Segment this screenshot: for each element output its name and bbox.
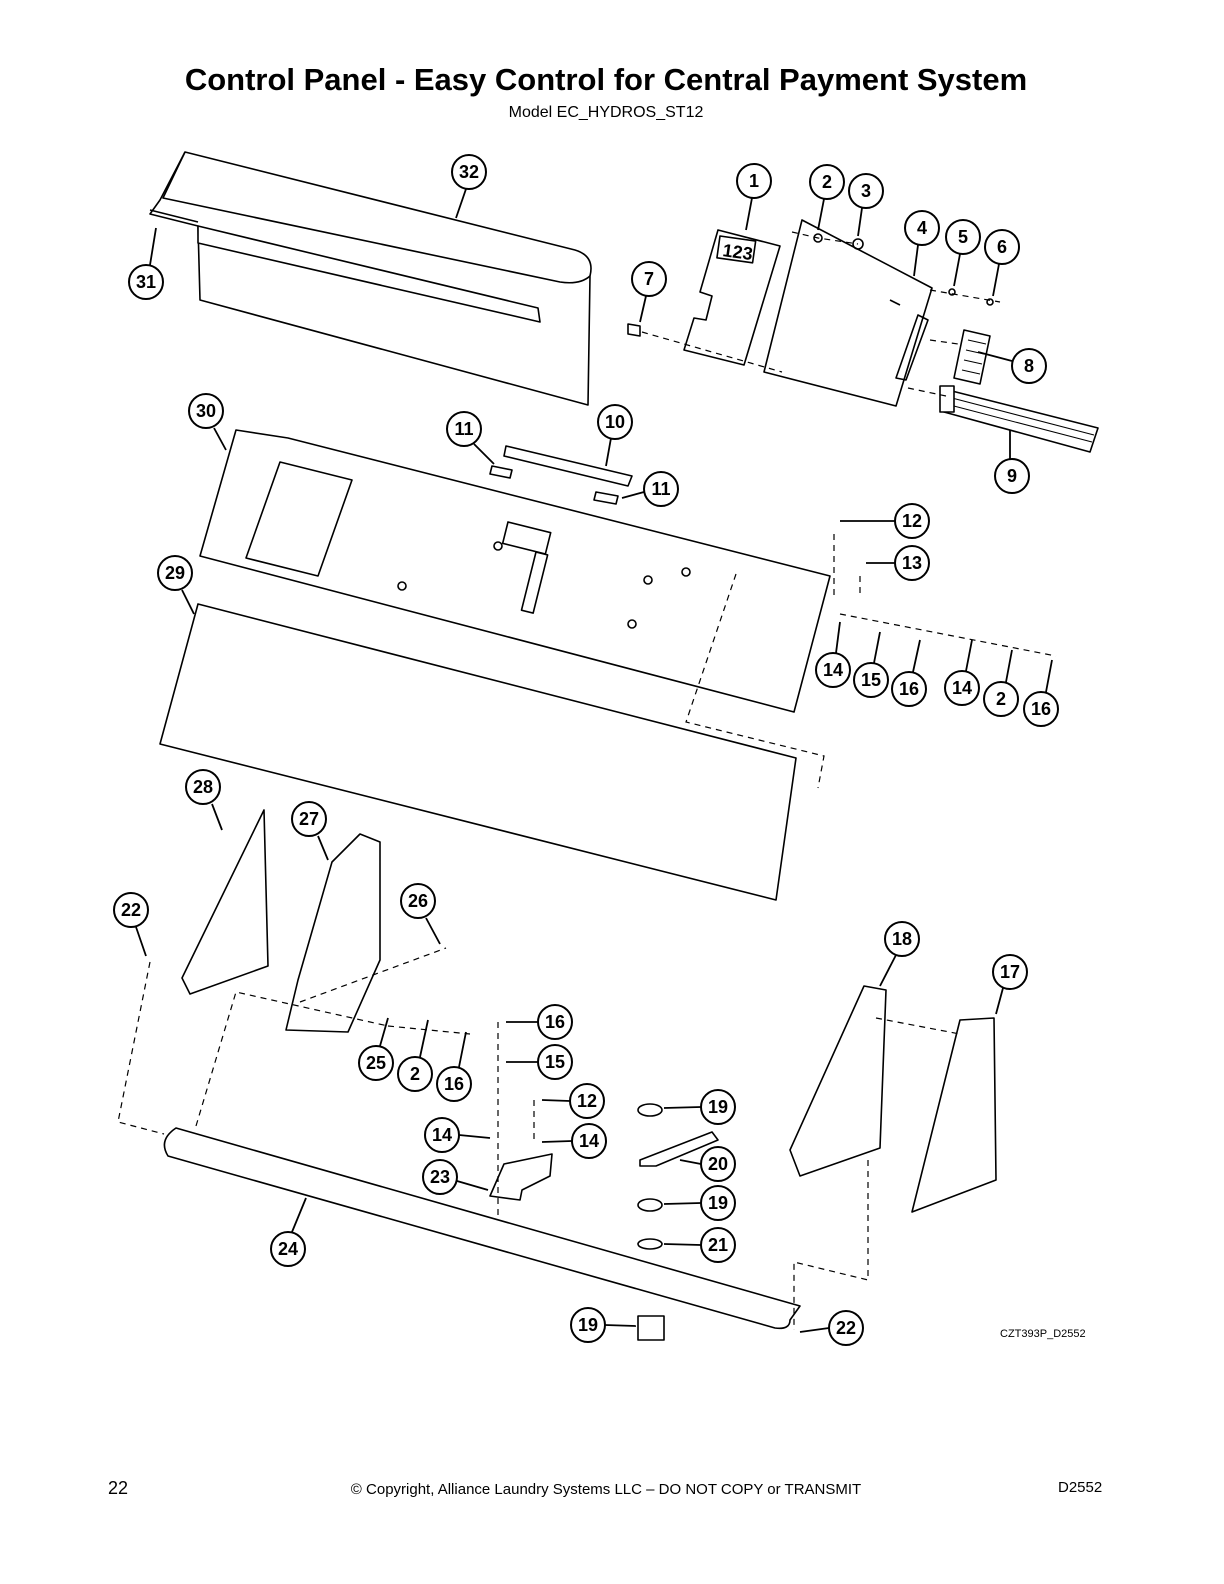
- part-side-panel-left: [181, 809, 269, 995]
- part-overlay: [159, 603, 797, 901]
- callout-label: 29: [165, 563, 185, 583]
- callout-label: 12: [902, 511, 922, 531]
- callout-label: 13: [902, 553, 922, 573]
- part-latch-arm: [639, 1131, 719, 1167]
- callout-label: 16: [545, 1012, 565, 1032]
- callout-label: 8: [1024, 356, 1034, 376]
- callout-labels: 1 2 3 4 5 6 7 8 9 10 11 11 12 13 14 15 1…: [121, 162, 1051, 1338]
- part-top-cover: [149, 151, 592, 406]
- part-ribbon-cable: [939, 385, 1099, 453]
- copyright-notice: © Copyright, Alliance Laundry Systems LL…: [350, 1481, 862, 1498]
- callout-label: 31: [136, 272, 156, 292]
- callout-label: 21: [708, 1235, 728, 1255]
- callout-label: 3: [861, 181, 871, 201]
- callout-label: 14: [823, 660, 843, 680]
- callout-label: 4: [917, 218, 927, 238]
- part-side-panel-right: [911, 1017, 997, 1213]
- callout-label: 27: [299, 809, 319, 829]
- callout-label: 24: [278, 1239, 298, 1259]
- callout-label: 15: [861, 670, 881, 690]
- callout-label: 20: [708, 1154, 728, 1174]
- callout-label: 19: [708, 1097, 728, 1117]
- part-bracket-left: [285, 833, 381, 1033]
- display-digits-label: 123: [721, 240, 754, 264]
- part-gasket-strip: [503, 445, 633, 487]
- callout-label: 14: [432, 1125, 452, 1145]
- callout-label: 17: [1000, 962, 1020, 982]
- drawing-id: CZT393P_D2552: [1000, 1328, 1086, 1340]
- callout-label: 6: [997, 237, 1007, 257]
- part-connector: [953, 329, 991, 385]
- part-main-panel: [199, 429, 831, 713]
- model-subtitle: Model EC_HYDROS_ST12: [508, 104, 704, 121]
- part-display-board: 123: [683, 229, 781, 366]
- callout-label: 16: [1031, 699, 1051, 719]
- callout-label: 9: [1007, 466, 1017, 486]
- callout-label: 10: [605, 412, 625, 432]
- callout-label: 11: [651, 479, 670, 499]
- callout-label: 32: [459, 162, 479, 182]
- callout-label: 12: [577, 1091, 597, 1111]
- document-id: D2552: [1058, 1479, 1103, 1496]
- part-standoff: [627, 323, 641, 337]
- callout-label: 14: [952, 678, 972, 698]
- callout-layer: [113, 154, 1059, 1346]
- callout-label: 19: [578, 1315, 598, 1335]
- part-bracket-right: [789, 985, 887, 1177]
- callout-label: 7: [644, 269, 654, 289]
- callout-label: 15: [545, 1052, 565, 1072]
- callout-label: 16: [444, 1074, 464, 1094]
- callout-label: 22: [836, 1318, 856, 1338]
- callout-label: 14: [579, 1131, 599, 1151]
- page-title: Control Panel - Easy Control for Central…: [184, 62, 1028, 97]
- callout-label: 2: [996, 689, 1006, 709]
- part-bottom-trim: [163, 1127, 801, 1330]
- callout-label: 28: [193, 777, 213, 797]
- part-lock-cylinder: [637, 1315, 665, 1341]
- callout-label: 18: [892, 929, 912, 949]
- callout-label: 2: [410, 1064, 420, 1084]
- callout-label: 11: [454, 419, 473, 439]
- callout-label: 16: [899, 679, 919, 699]
- callout-label: 25: [366, 1053, 386, 1073]
- callout-label: 19: [708, 1193, 728, 1213]
- callout-label: 23: [430, 1167, 450, 1187]
- part-mounting-bracket: [489, 1153, 553, 1201]
- callout-label: 22: [121, 900, 141, 920]
- callout-label: 30: [196, 401, 216, 421]
- callout-label: 2: [822, 172, 832, 192]
- callout-label: 26: [408, 891, 428, 911]
- part-control-board: [763, 219, 933, 407]
- callout-label: 5: [958, 227, 968, 247]
- page-number: 22: [108, 1478, 129, 1498]
- callout-label: 1: [749, 171, 759, 191]
